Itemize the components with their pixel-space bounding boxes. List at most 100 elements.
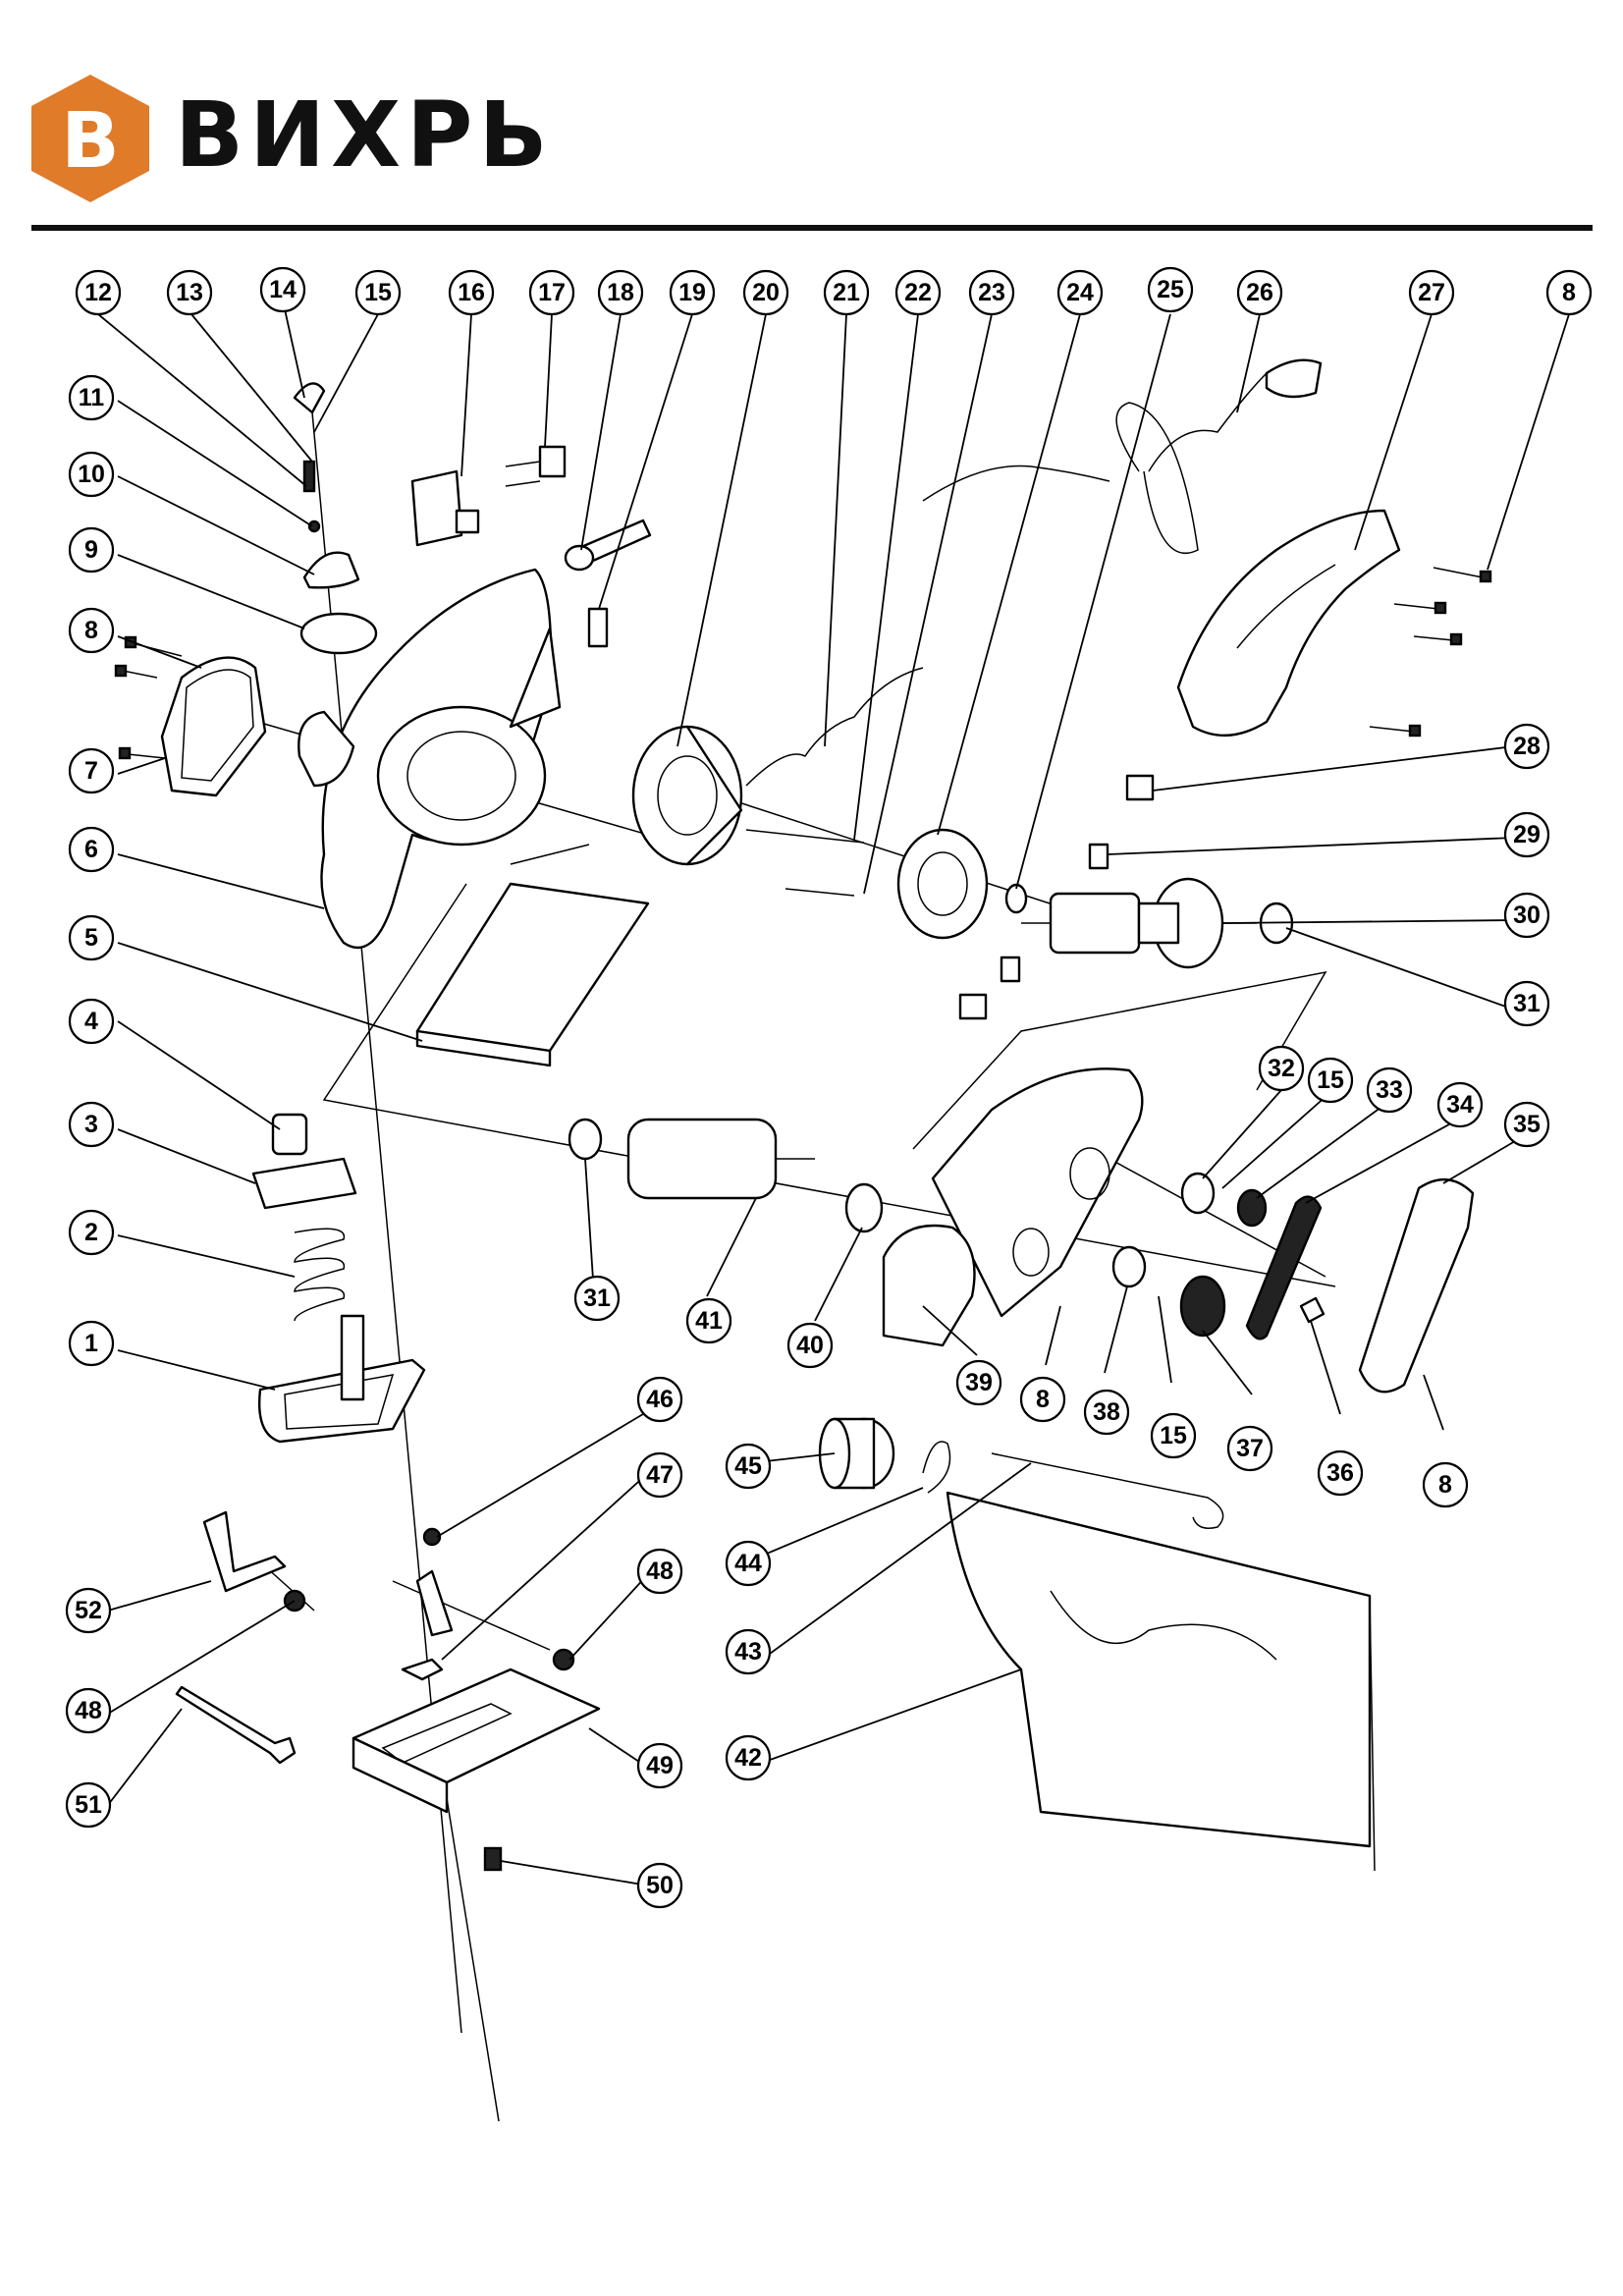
- side-cover: [160, 656, 267, 797]
- scale-ring: [299, 612, 378, 655]
- switch: [410, 469, 480, 547]
- svg-text:22: 22: [904, 279, 932, 306]
- dust-bag: [946, 1491, 1376, 1872]
- callout-52: 52: [65, 1587, 112, 1634]
- svg-text:49: 49: [646, 1752, 674, 1779]
- svg-text:44: 44: [734, 1550, 762, 1577]
- callout-3: 3: [68, 1101, 115, 1148]
- callout-6: 6: [68, 826, 115, 873]
- callout-17: 17: [528, 269, 575, 316]
- guide-bolt: [483, 1846, 503, 1872]
- callout-24: 24: [1056, 269, 1104, 316]
- svg-text:27: 27: [1418, 279, 1445, 306]
- svg-text:7: 7: [84, 757, 98, 785]
- header-divider: [31, 225, 1593, 231]
- callout-51: 51: [65, 1781, 112, 1829]
- svg-text:8: 8: [1036, 1386, 1050, 1413]
- chip-deflector: [882, 1224, 976, 1347]
- callout-38: 38: [1083, 1389, 1130, 1436]
- leader-lines: [97, 308, 1570, 1886]
- ball: [307, 519, 321, 533]
- plug: [1265, 358, 1323, 399]
- svg-text:11: 11: [79, 384, 105, 411]
- brush-holder-a: [1125, 774, 1155, 801]
- svg-text:38: 38: [1093, 1398, 1120, 1426]
- gear-case: [931, 1067, 1144, 1318]
- svg-text:52: 52: [75, 1597, 102, 1624]
- svg-text:37: 37: [1236, 1435, 1264, 1462]
- svg-text:9: 9: [84, 536, 98, 564]
- armature: [1021, 877, 1257, 969]
- sole-plate: [415, 882, 650, 1067]
- svg-text:48: 48: [75, 1697, 102, 1724]
- wrench: [175, 1685, 297, 1765]
- svg-text:17: 17: [538, 279, 566, 306]
- belt-cover: [1358, 1177, 1475, 1394]
- svg-text:45: 45: [734, 1452, 762, 1480]
- callout-23: 23: [968, 269, 1015, 316]
- washer: [1004, 883, 1028, 914]
- spring: [294, 1228, 346, 1322]
- svg-text:3: 3: [84, 1111, 98, 1138]
- svg-text:1: 1: [84, 1330, 98, 1357]
- svg-text:50: 50: [646, 1872, 674, 1899]
- bag-connector: [818, 1417, 895, 1490]
- callout-14: 14: [259, 266, 306, 313]
- svg-text:26: 26: [1246, 279, 1273, 306]
- callout-20: 20: [742, 269, 789, 316]
- callout-30: 30: [1503, 892, 1550, 939]
- stator: [631, 725, 743, 866]
- svg-text:24: 24: [1066, 279, 1094, 306]
- svg-text:28: 28: [1513, 733, 1541, 760]
- svg-text:47: 47: [646, 1461, 674, 1489]
- svg-text:43: 43: [734, 1638, 762, 1666]
- callout-31-mid: 31: [573, 1275, 621, 1322]
- bracket: [202, 1510, 287, 1593]
- svg-text:23: 23: [978, 279, 1005, 306]
- exploded-view-diagram: 1 2 3 4 5 6 7 8 9 10 11 12 13 14 15 16 1…: [65, 266, 1593, 2122]
- svg-text:42: 42: [734, 1744, 762, 1772]
- svg-text:13: 13: [176, 279, 203, 306]
- brush-b: [1000, 956, 1021, 983]
- callout-35: 35: [1503, 1101, 1550, 1148]
- svg-text:39: 39: [965, 1369, 993, 1396]
- rear-handle: [1176, 509, 1401, 737]
- callout-8-mid: 8: [1019, 1376, 1066, 1423]
- svg-text:19: 19: [678, 279, 706, 306]
- callout-33: 33: [1366, 1066, 1413, 1114]
- callouts: 1 2 3 4 5 6 7 8 9 10 11 12 13 14 15 16 1…: [65, 266, 1593, 1909]
- svg-text:15: 15: [364, 279, 392, 306]
- callout-45: 45: [725, 1443, 772, 1490]
- callout-27: 27: [1408, 269, 1455, 316]
- svg-text:5: 5: [84, 924, 98, 952]
- callout-32: 32: [1258, 1045, 1305, 1092]
- header: В ВИХРЬ: [0, 0, 1623, 236]
- parallel-guide: [352, 1569, 601, 1814]
- svg-text:14: 14: [269, 276, 297, 303]
- svg-text:21: 21: [833, 279, 860, 306]
- pin: [564, 519, 652, 572]
- logo-letter: В: [61, 97, 119, 186]
- bushing-32: [1180, 1172, 1216, 1215]
- svg-text:48: 48: [646, 1558, 674, 1585]
- svg-text:8: 8: [1438, 1471, 1452, 1499]
- callout-1: 1: [68, 1320, 115, 1367]
- drive-belt: [1245, 1195, 1323, 1340]
- svg-text:25: 25: [1157, 276, 1184, 303]
- callout-8-top-right: 8: [1545, 269, 1593, 316]
- svg-text:10: 10: [78, 461, 105, 488]
- svg-text:32: 32: [1268, 1055, 1295, 1082]
- power-cord: [922, 372, 1268, 555]
- svg-text:34: 34: [1446, 1091, 1474, 1119]
- callout-50: 50: [636, 1862, 683, 1909]
- parts: [114, 358, 1492, 1872]
- svg-text:12: 12: [84, 279, 112, 306]
- callout-34: 34: [1436, 1081, 1484, 1128]
- assembly-lines: [205, 411, 1336, 2122]
- bag-frame: [991, 1452, 1224, 1529]
- small-pulley: [1236, 1188, 1268, 1228]
- long-screw-b: [784, 888, 855, 897]
- screws-right: [1369, 567, 1492, 738]
- callout-18: 18: [597, 269, 644, 316]
- svg-text:33: 33: [1376, 1076, 1403, 1104]
